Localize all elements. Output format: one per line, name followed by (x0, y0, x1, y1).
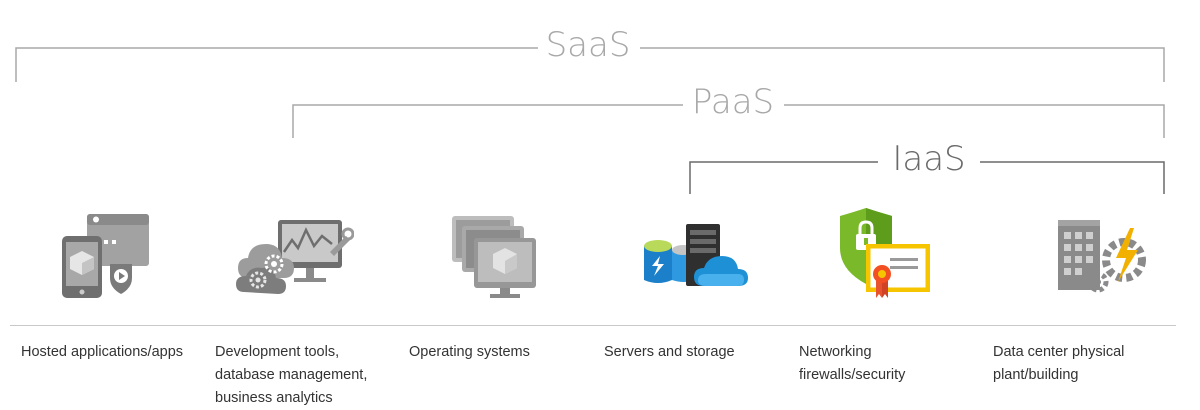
datacenter-building-icon (1030, 206, 1150, 306)
iaas-label: IaaS (892, 139, 966, 179)
caption-hosted-apps: Hosted applications/apps (21, 344, 184, 360)
baseline-divider (10, 325, 1176, 326)
dev-tools-icon (234, 206, 355, 306)
caption-servers-storage: Servers and storage (604, 344, 735, 360)
saas-label: SaaS (545, 25, 631, 65)
networking-security-icon (828, 206, 948, 306)
hosted-apps-icon (44, 206, 164, 306)
iaas-bracket (689, 161, 1165, 194)
operating-systems-icon (438, 206, 558, 306)
saas-bracket (15, 47, 1165, 82)
caption-networking-security: Networking firewalls/security (799, 344, 906, 383)
servers-storage-icon (634, 206, 754, 306)
paas-bracket (292, 104, 1165, 138)
paas-label: PaaS (691, 82, 775, 122)
caption-datacenter: Data center physical plant/building (993, 344, 1125, 383)
caption-dev-tools: Development tools, database management, … (215, 344, 368, 406)
caption-operating-systems: Operating systems (409, 344, 530, 360)
service-model-brackets (15, 47, 1165, 194)
